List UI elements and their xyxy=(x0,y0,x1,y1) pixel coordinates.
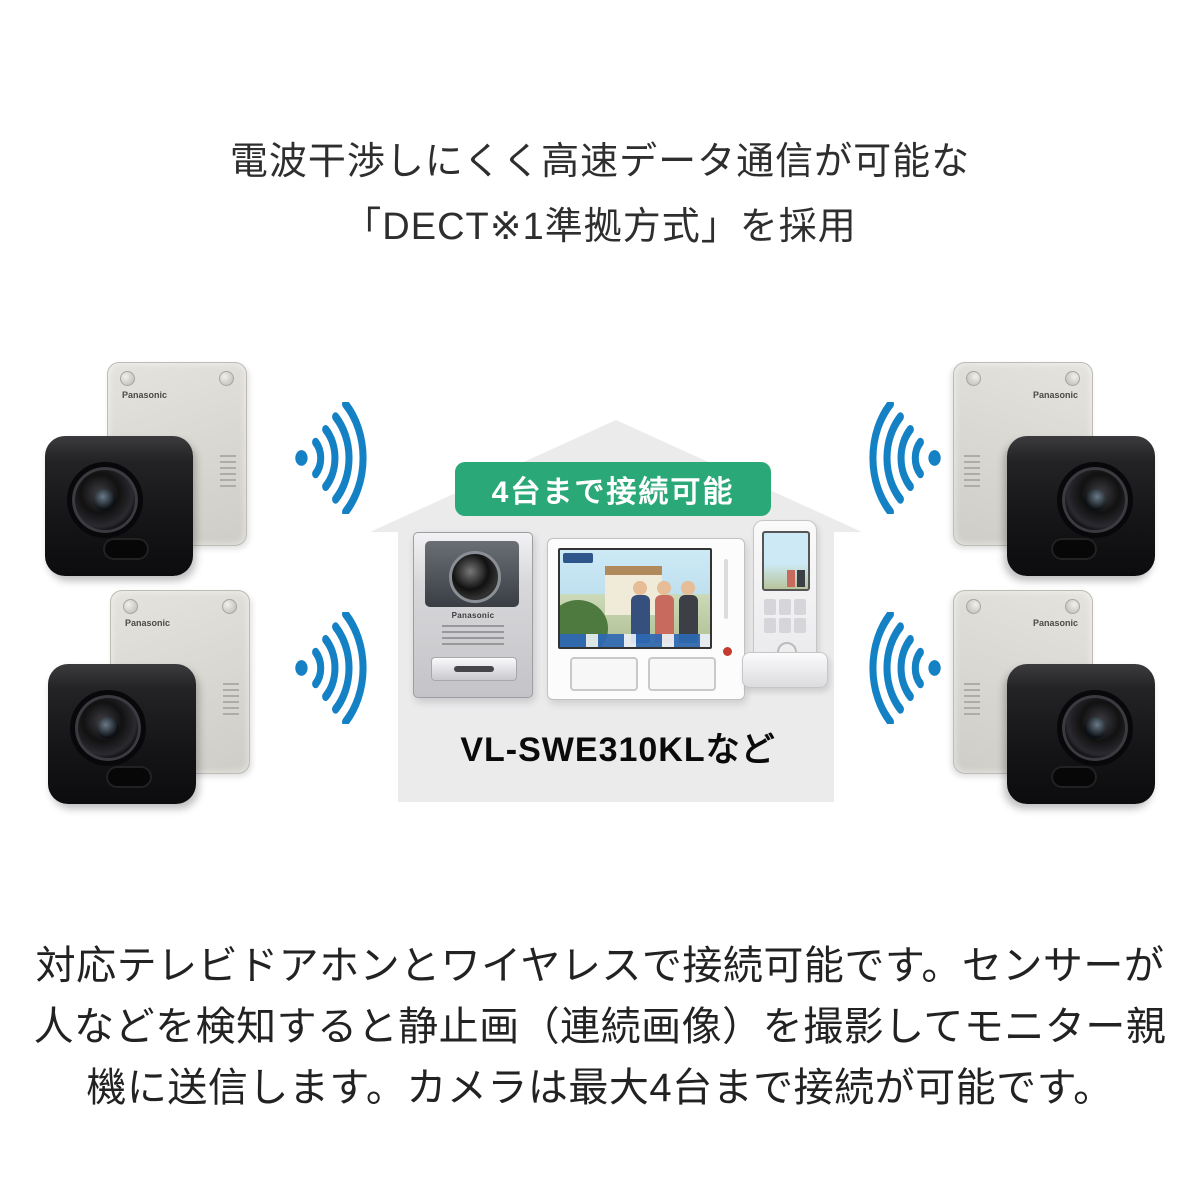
screen-person-head xyxy=(633,581,648,595)
camera-lens-icon xyxy=(67,462,143,538)
wireless-camera-top-left: Panasonic xyxy=(45,362,255,607)
handset-key xyxy=(779,599,791,615)
handset-key xyxy=(764,599,776,615)
camera-body xyxy=(1007,664,1155,804)
wifi-signal-icon xyxy=(869,612,941,724)
wireless-camera-bottom-right: Panasonic xyxy=(945,590,1155,835)
camera-body xyxy=(45,436,193,576)
wireless-handset xyxy=(753,520,817,674)
camera-lens-icon xyxy=(70,690,146,766)
bracket-screw xyxy=(1065,371,1080,386)
camera-lens-icon xyxy=(1057,462,1133,538)
camera-lens-glass xyxy=(97,717,119,739)
camera-brand-label: Panasonic xyxy=(1032,390,1078,400)
bracket-screw xyxy=(123,599,138,614)
handset-screen xyxy=(762,531,810,591)
monitor-main-unit xyxy=(547,538,745,700)
door-call-button-slot xyxy=(454,666,494,672)
connection-capacity-banner: 4台まで接続可能 xyxy=(455,462,771,516)
page-title: 電波干渉しにくく高速データ通信が可能な 「DECT※1準拠方式」を採用 xyxy=(0,130,1200,260)
camera-motion-sensor xyxy=(103,538,149,560)
bracket-screw xyxy=(966,371,981,386)
handset-key xyxy=(764,617,776,633)
camera-body xyxy=(48,664,196,804)
camera-lens-icon xyxy=(1057,690,1133,766)
heading-line-2: 「DECT※1準拠方式」を採用 xyxy=(343,206,857,248)
camera-lens-glass xyxy=(1084,717,1106,739)
bracket-vent xyxy=(964,455,980,489)
camera-lens-glass xyxy=(94,489,116,511)
bracket-vent xyxy=(223,683,239,717)
monitor-record-button xyxy=(723,647,732,656)
bracket-screw xyxy=(1065,599,1080,614)
monitor-end-button xyxy=(648,657,716,691)
monitor-screen xyxy=(558,548,712,649)
door-station: Panasonic xyxy=(413,532,533,698)
screen-osd-menu-bar xyxy=(560,634,710,647)
screen-osd-badge xyxy=(563,553,593,563)
description-line-2: 人などを検知すると静止画（連続画像）を撮影してモニター親 xyxy=(33,1005,1167,1049)
door-call-button xyxy=(431,657,517,681)
camera-body xyxy=(1007,436,1155,576)
camera-motion-sensor xyxy=(1051,766,1097,788)
description-line-1: 対応テレビドアホンとワイヤレスで接続可能です。センサーが xyxy=(35,944,1165,988)
bracket-screw xyxy=(219,371,234,386)
bracket-vent xyxy=(964,683,980,717)
handset-key xyxy=(794,599,806,615)
bracket-screw xyxy=(966,599,981,614)
camera-lens-glass xyxy=(1084,489,1106,511)
screen-person xyxy=(630,581,650,644)
handset-screen-person xyxy=(796,570,805,587)
bracket-screw xyxy=(222,599,237,614)
camera-brand-label: Panasonic xyxy=(1032,618,1078,628)
bracket-vent xyxy=(220,455,236,489)
camera-motion-sensor xyxy=(106,766,152,788)
screen-person-head xyxy=(681,581,696,595)
camera-motion-sensor xyxy=(1051,538,1097,560)
handset-keypad xyxy=(764,599,806,633)
wifi-signal-icon xyxy=(295,612,367,724)
wireless-camera-bottom-left: Panasonic xyxy=(48,590,258,835)
handset-key xyxy=(779,617,791,633)
door-speaker-grille xyxy=(442,625,504,647)
monitor-speaker-slit xyxy=(724,559,728,619)
screen-person-head xyxy=(657,581,672,595)
door-station-camera xyxy=(425,541,519,607)
connection-capacity-label: 4台まで接続可能 xyxy=(491,476,735,509)
model-name-label: VL-SWE310KLなど xyxy=(460,731,776,769)
bracket-screw xyxy=(120,371,135,386)
screen-person xyxy=(678,581,698,644)
camera-brand-label: Panasonic xyxy=(125,618,171,628)
screen-person xyxy=(654,581,674,644)
handset-key xyxy=(794,617,806,633)
wireless-camera-top-right: Panasonic xyxy=(945,362,1155,607)
description-line-3: 機に送信します。カメラは最大4台まで接続が可能です。 xyxy=(86,1066,1114,1110)
door-station-brand-label: Panasonic xyxy=(451,611,495,620)
wifi-signal-icon xyxy=(869,402,941,514)
monitor-talk-button xyxy=(570,657,638,691)
wifi-signal-icon xyxy=(295,402,367,514)
description-text: 対応テレビドアホンとワイヤレスで接続可能です。センサーが 人などを検知すると静止… xyxy=(0,936,1200,1119)
camera-brand-label: Panasonic xyxy=(122,390,168,400)
handset-charging-base xyxy=(742,652,828,688)
heading-line-1: 電波干渉しにくく高速データ通信が可能な xyxy=(229,141,971,183)
door-camera-lens-icon xyxy=(449,551,501,603)
handset-screen-person xyxy=(786,570,795,587)
